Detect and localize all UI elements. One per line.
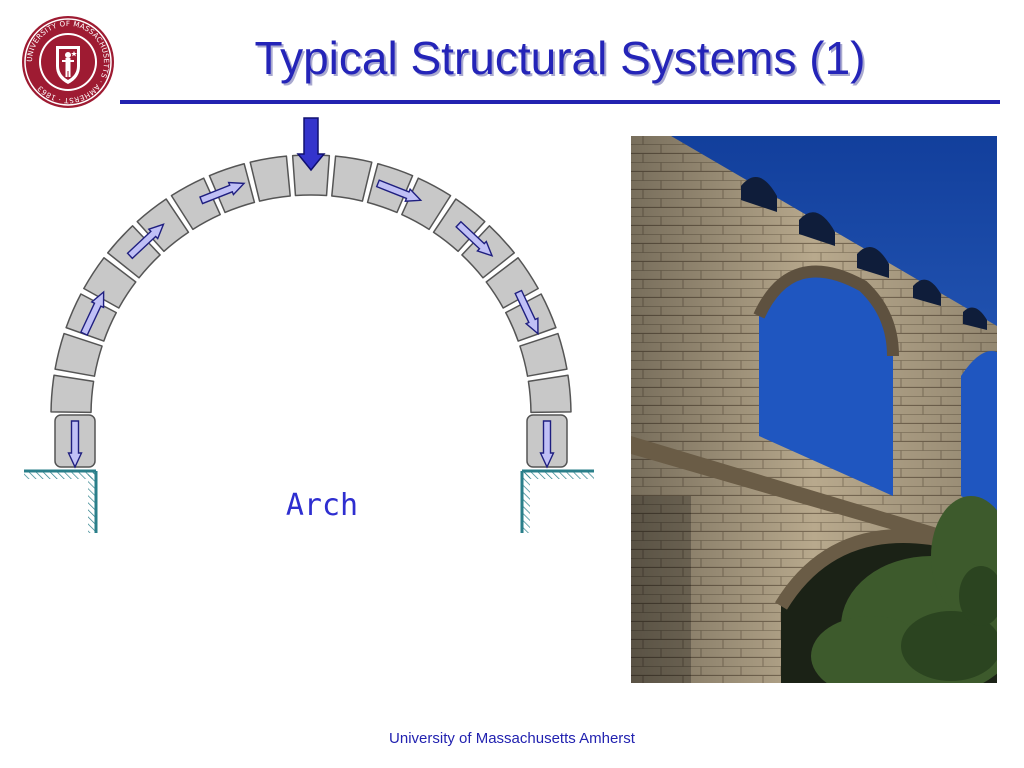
thrust-arrow bbox=[79, 290, 105, 337]
aqueduct-photo bbox=[631, 136, 997, 683]
thrust-arrows bbox=[67, 179, 555, 469]
footer-text: University of Massachusetts Amherst bbox=[389, 730, 635, 747]
arch-stone bbox=[527, 374, 572, 414]
thrust-arrow bbox=[375, 179, 423, 202]
thrust-arrow bbox=[514, 289, 539, 336]
left-support bbox=[24, 469, 98, 533]
thrust-arrow bbox=[199, 181, 246, 205]
arch-stone bbox=[485, 257, 539, 309]
arch-stone bbox=[83, 257, 137, 309]
thrust-arrow bbox=[455, 220, 494, 257]
arch-stone bbox=[170, 177, 221, 231]
arch-stone bbox=[291, 154, 331, 197]
right-support bbox=[520, 469, 594, 533]
arch-stone bbox=[401, 177, 452, 231]
arch-stone bbox=[331, 155, 373, 202]
arch-stones bbox=[50, 154, 572, 468]
arch-stone bbox=[519, 332, 568, 377]
title-divider bbox=[120, 100, 1000, 104]
arch-stone bbox=[54, 332, 103, 377]
arch-stone bbox=[50, 374, 95, 414]
university-seal-logo: UNIVERSITY OF MASSACHUSETTS · AMHERST · … bbox=[22, 16, 114, 108]
load-arrow bbox=[296, 117, 326, 172]
slide-title: Typical Structural Systems (1) bbox=[254, 32, 866, 84]
arch-diagram bbox=[24, 117, 594, 533]
thrust-arrow bbox=[126, 223, 165, 260]
thrust-arrow bbox=[539, 420, 555, 469]
arch-label: Arch bbox=[285, 488, 359, 523]
arch-stone bbox=[249, 155, 291, 202]
thrust-arrow bbox=[67, 420, 83, 469]
